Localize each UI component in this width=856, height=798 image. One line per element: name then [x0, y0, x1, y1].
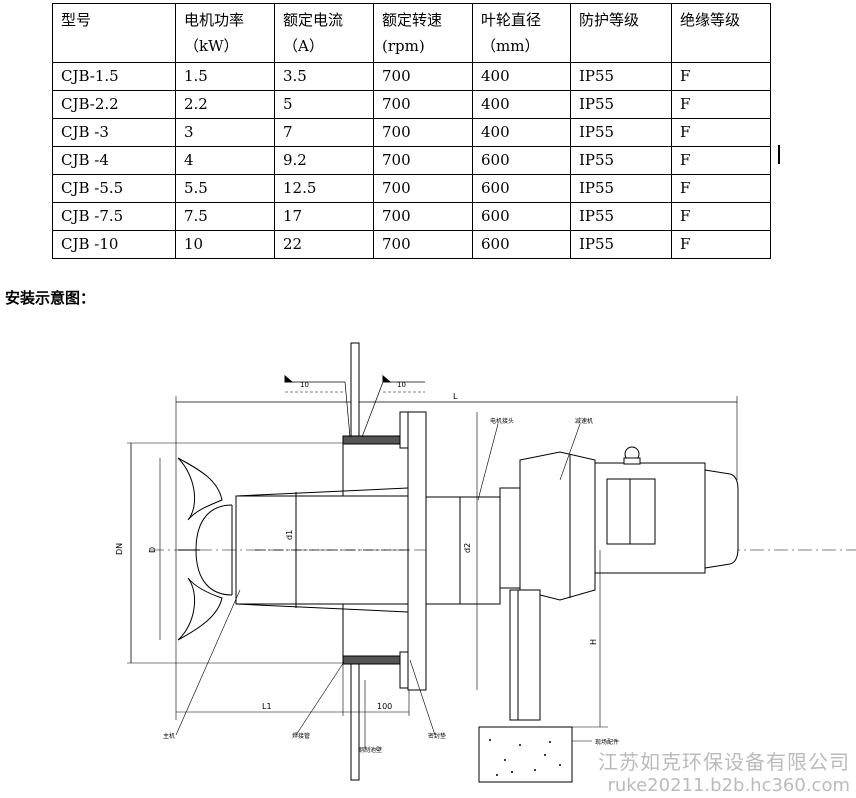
watermark-company: 江苏如克环保设备有限公司: [598, 750, 850, 774]
table-cell: 700: [373, 230, 473, 259]
table-cell: 600: [472, 230, 571, 259]
label-main: 主机: [163, 732, 175, 740]
table-header-row: 型号 电机功率（kW） 额定电流（A） 额定转速(rpm) 叶轮直径（mm） 防…: [52, 3, 771, 63]
text-cursor: [778, 145, 780, 164]
table-cell: 4: [175, 146, 275, 175]
dim-L1: L1: [262, 702, 272, 711]
header-cell: 防护等级: [570, 3, 672, 63]
table-cell: CJB -3: [52, 118, 176, 147]
table-cell: F: [671, 62, 771, 91]
table-cell: CJB-2.2: [52, 90, 176, 119]
table-cell: 400: [472, 118, 571, 147]
table-cell: IP55: [570, 174, 672, 203]
label-reducer: 减速机: [575, 417, 593, 425]
table-cell: F: [671, 118, 771, 147]
table-cell: 700: [373, 62, 473, 91]
dim-D: D: [148, 547, 157, 553]
label-site: 现场配件: [595, 738, 619, 746]
table-cell: 700: [373, 118, 473, 147]
table-cell: 600: [472, 174, 571, 203]
table-cell: IP55: [570, 62, 672, 91]
dim-d1: d1: [285, 530, 294, 540]
table-cell: IP55: [570, 90, 672, 119]
table-cell: 3: [175, 118, 275, 147]
table-cell: 600: [472, 202, 571, 231]
weld-label-1: 10: [300, 381, 309, 389]
header-cell: 型号: [52, 3, 176, 63]
diagram-caption: 安装示意图：: [5, 289, 96, 307]
header-cell: 额定电流（A）: [274, 3, 374, 63]
table-cell: IP55: [570, 118, 672, 147]
table-cell: CJB -7.5: [52, 202, 176, 231]
table-cell: CJB -10: [52, 230, 176, 259]
table-cell: CJB -4: [52, 146, 176, 175]
label-flange: 密封垫: [428, 732, 446, 740]
watermark-url: ruke20211.b2b.hc360.com: [607, 775, 851, 796]
table-cell: IP55: [570, 230, 672, 259]
label-motor-junction: 电机接头: [490, 417, 514, 425]
table-cell: 10: [175, 230, 275, 259]
table-cell: 5.5: [175, 174, 275, 203]
dim-DN: DN: [115, 543, 124, 555]
table-cell: 17: [274, 202, 374, 231]
label-wall: 钢制池壁: [358, 746, 382, 754]
table-cell: 1.5: [175, 62, 275, 91]
table-cell: 12.5: [274, 174, 374, 203]
dim-d2: d2: [463, 543, 472, 553]
table-cell: 400: [472, 62, 571, 91]
header-cell: 叶轮直径（mm）: [472, 3, 571, 63]
table-cell: F: [671, 202, 771, 231]
dim-H: H: [589, 639, 598, 645]
table-cell: F: [671, 174, 771, 203]
table-cell: 22: [274, 230, 374, 259]
table-cell: 700: [373, 90, 473, 119]
spec-table: 型号 电机功率（kW） 额定电流（A） 额定转速(rpm) 叶轮直径（mm） 防…: [52, 3, 771, 259]
table-cell: 400: [472, 90, 571, 119]
table-cell: F: [671, 230, 771, 259]
label-tube: 焊接管: [292, 732, 310, 740]
watermark: 江苏如克环保设备有限公司 ruke20211.b2b.hc360.com: [598, 750, 850, 798]
header-cell: 电机功率（kW）: [175, 3, 275, 63]
dim-L: L: [453, 392, 458, 401]
dim-100: 100: [377, 702, 392, 711]
table-cell: 700: [373, 202, 473, 231]
weld-label-2: 10: [397, 381, 406, 389]
table-cell: CJB -5.5: [52, 174, 176, 203]
table-cell: 7: [274, 118, 374, 147]
header-cell: 绝缘等级: [671, 3, 771, 63]
